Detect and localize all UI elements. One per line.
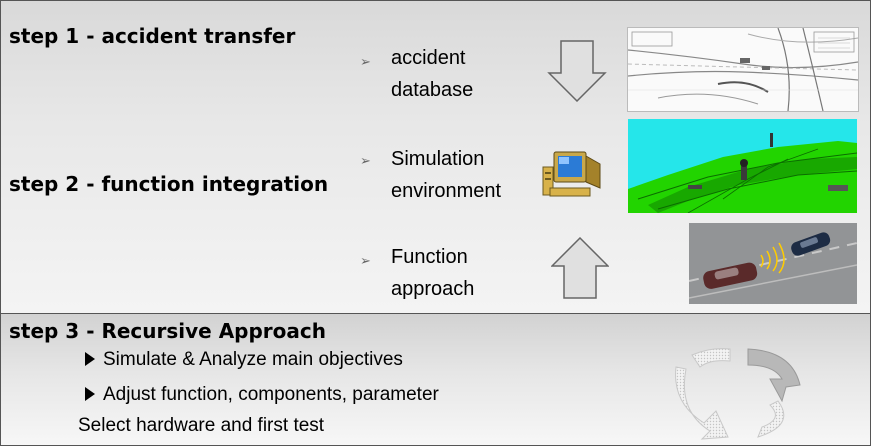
steps-panel-bottom xyxy=(0,313,871,446)
item-accident-database: accident database xyxy=(391,42,473,106)
bullet-icon: ➢ xyxy=(360,253,371,268)
vehicles-road-image xyxy=(689,223,857,304)
accident-map-image xyxy=(627,27,859,112)
arrow-bullet-icon xyxy=(85,352,95,366)
simulation-terrain-image xyxy=(628,119,857,213)
item-function-approach: Function approach xyxy=(391,241,474,305)
step-2-title: step 2 - function integration xyxy=(9,172,329,196)
bullet-icon: ➢ xyxy=(360,153,371,168)
item-simulation-environment: Simulation environment xyxy=(391,143,501,207)
computer-icon xyxy=(542,151,601,197)
up-arrow-icon xyxy=(551,237,609,299)
bullet-icon: ➢ xyxy=(360,54,371,69)
recursive-trailing-text: Select hardware and first test xyxy=(78,415,325,436)
recycle-arrows-icon xyxy=(675,348,801,440)
down-arrow-icon xyxy=(547,40,607,102)
item-accident-database-text: accident database xyxy=(391,47,474,101)
recursive-point-1-text: Simulate & Analyze main objectives xyxy=(103,349,403,370)
recursive-point-2: Adjust function, components, parameter xyxy=(85,384,439,406)
step-3-title: step 3 - Recursive Approach xyxy=(9,319,327,343)
recursive-point-2-text: Adjust function, components, parameter xyxy=(103,384,439,405)
item-simulation-environment-text: Simulation environment xyxy=(391,148,502,202)
step-1-title: step 1 - accident transfer xyxy=(9,24,296,48)
recursive-point-1: Simulate & Analyze main objectives xyxy=(85,349,403,371)
item-function-approach-text: Function approach xyxy=(391,246,475,300)
arrow-bullet-icon xyxy=(85,387,95,401)
